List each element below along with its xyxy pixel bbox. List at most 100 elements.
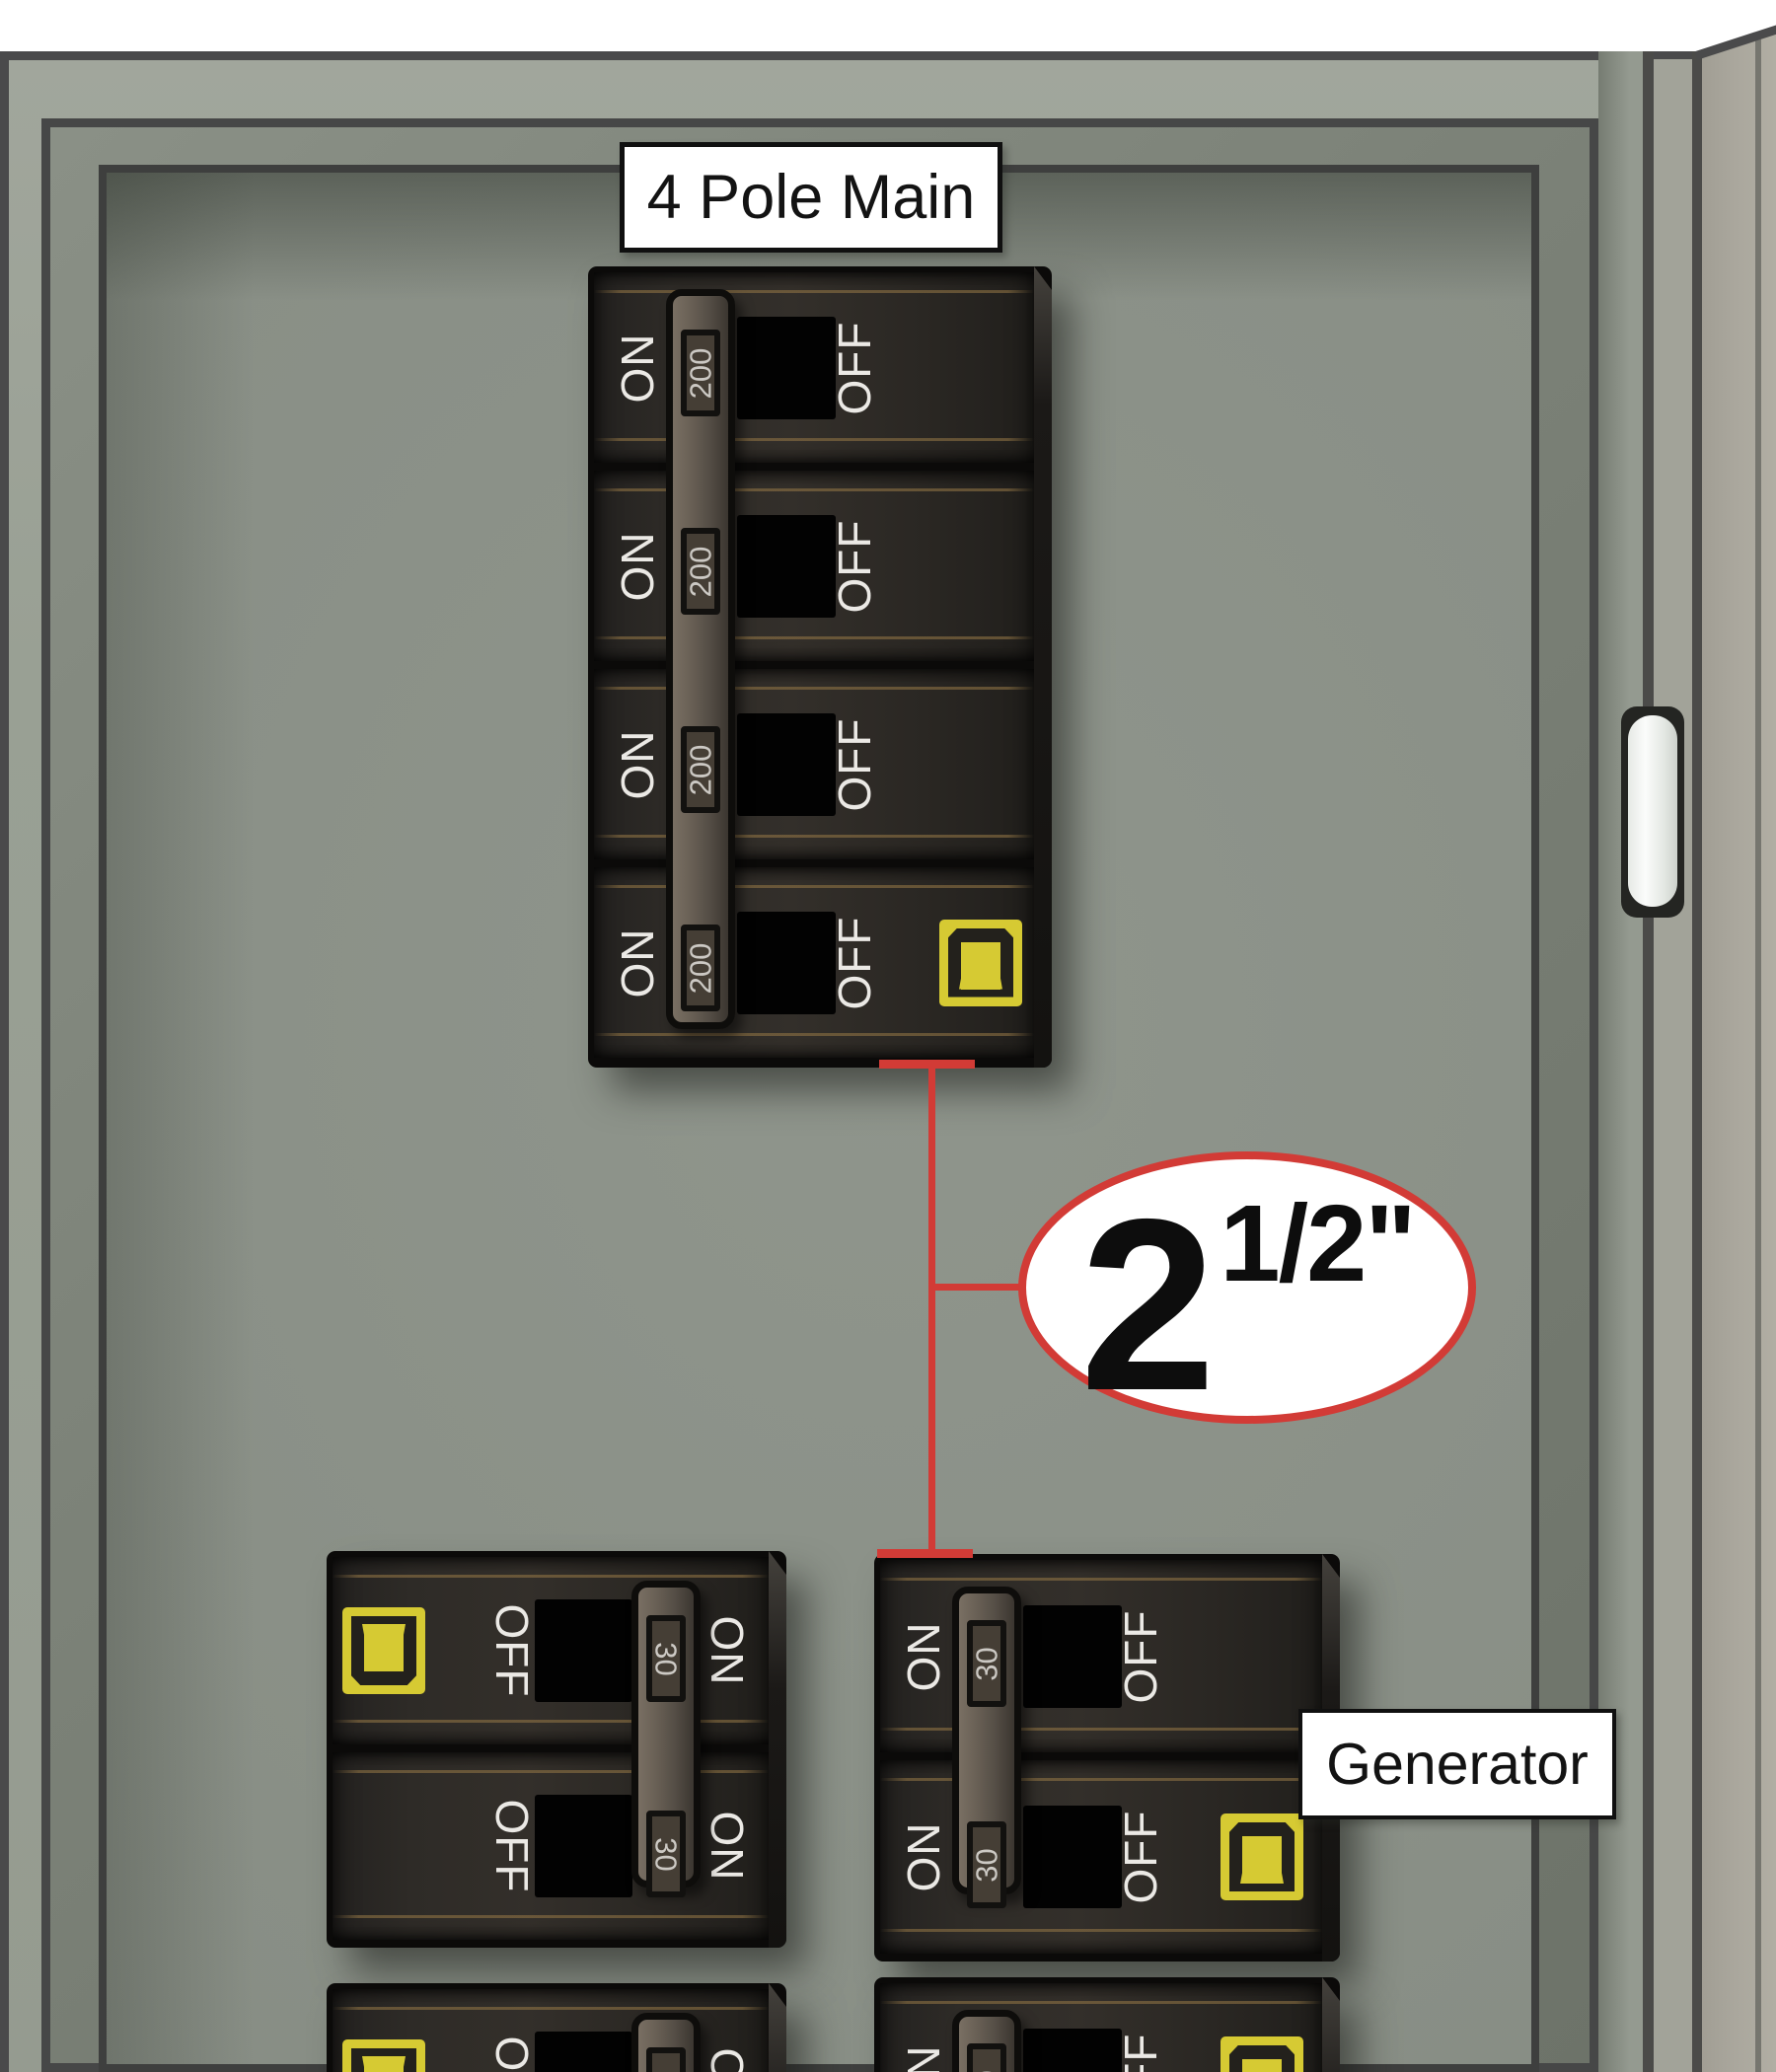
callout-fraction: 1/2" xyxy=(1220,1183,1416,1304)
pinstripe xyxy=(880,1778,1322,1781)
rating-window: 30 xyxy=(646,1615,686,1702)
left-breaker-lower: OFF ON 30 xyxy=(327,1983,786,2072)
logo-inner xyxy=(948,927,1013,998)
rating-window: 200 xyxy=(681,925,720,1011)
off-label: OFF xyxy=(486,1603,538,1698)
off-label: OFF xyxy=(1115,1810,1166,1904)
pinstripe xyxy=(880,2001,1322,2004)
hinge-pin xyxy=(1628,715,1677,907)
off-label: OFF xyxy=(486,2036,538,2072)
breaker-switch-pad xyxy=(737,712,836,816)
rating-window: 30 xyxy=(967,1620,1006,1707)
rating-window: 30 xyxy=(967,2043,1006,2072)
breaker-switch-pad xyxy=(737,316,836,419)
breaker-switch-pad xyxy=(737,514,836,618)
breaker-handle[interactable]: 30 30 xyxy=(631,1581,701,1897)
on-label: ON xyxy=(612,531,663,601)
open-door-edge xyxy=(1702,28,1776,2072)
logo-inner xyxy=(1229,1822,1295,1891)
off-label: OFF xyxy=(486,1799,538,1893)
main-breaker: ON OFF ON OFF ON OFF ON xyxy=(588,266,1052,1068)
breaker-side-bevel xyxy=(769,1983,786,2072)
logo-foot xyxy=(362,1624,406,1636)
breaker-handle[interactable]: 30 xyxy=(631,2013,701,2072)
logo-inner xyxy=(351,2048,416,2072)
conduit-tick-bottom xyxy=(877,1549,973,1558)
off-label: OFF xyxy=(829,519,880,613)
logo-core xyxy=(1242,2058,1282,2072)
breaker-pole: ON OFF xyxy=(880,1983,1322,2072)
pinstripe xyxy=(594,488,1034,491)
on-label: ON xyxy=(612,729,663,799)
main-breaker-handle[interactable]: 200 200 200 200 xyxy=(666,289,735,1029)
panel-seam-line xyxy=(1692,51,1702,2072)
pinstripe xyxy=(333,2007,769,2010)
breaker-handle[interactable]: 30 30 xyxy=(952,1587,1021,1908)
breaker-pole: OFF ON xyxy=(333,1752,769,1940)
pinstripe xyxy=(594,636,1034,639)
main-breaker-label-box: 4 Pole Main xyxy=(620,142,1002,253)
pinstripe xyxy=(333,1770,769,1773)
pinstripe xyxy=(333,1915,769,1918)
door-hinge xyxy=(1621,706,1684,918)
breaker-side-bevel xyxy=(1322,1977,1340,2072)
square-d-logo-icon xyxy=(342,2039,425,2072)
pinstripe xyxy=(880,1578,1322,1581)
generator-label: Generator xyxy=(1326,1732,1589,1797)
breaker-handle[interactable]: 30 xyxy=(952,2010,1021,2072)
conduit-line-vertical xyxy=(928,1068,935,1554)
off-label: OFF xyxy=(1115,1609,1166,1703)
panel-seam-line xyxy=(1643,51,1654,2072)
conduit-size-callout: 2 1/2" xyxy=(1018,1151,1476,1442)
pinstripe xyxy=(594,290,1034,293)
square-d-logo-icon xyxy=(939,919,1022,1006)
pinstripe xyxy=(594,687,1034,690)
rating-window: 200 xyxy=(681,330,720,416)
callout-whole-number: 2 xyxy=(1079,1166,1217,1442)
generator-breaker: ON OFF ON OFF 30 30 xyxy=(874,1554,1340,1961)
pinstripe xyxy=(880,1929,1322,1932)
breaker-switch-pad xyxy=(535,2032,632,2072)
breaker-side-bevel xyxy=(1034,266,1052,1068)
pinstripe xyxy=(594,885,1034,888)
breaker-pole: ON OFF xyxy=(594,867,1034,1058)
square-d-logo-icon xyxy=(342,1607,425,1694)
breaker-switch-pad xyxy=(737,911,836,1014)
breaker-pole: ON OFF xyxy=(594,272,1034,463)
square-d-logo-icon xyxy=(1221,2035,1303,2072)
breaker-pole: ON OFF xyxy=(880,1760,1322,1954)
on-label: ON xyxy=(612,927,663,998)
off-label: OFF xyxy=(829,321,880,414)
logo-foot xyxy=(959,977,1002,990)
pinstripe xyxy=(880,1728,1322,1731)
on-label: ON xyxy=(702,1615,753,1686)
rating-window: 200 xyxy=(681,726,720,813)
main-breaker-label: 4 Pole Main xyxy=(646,163,976,232)
on-label: ON xyxy=(898,1821,949,1892)
rating-window: 30 xyxy=(967,1821,1006,1908)
on-label: ON xyxy=(702,1811,753,1882)
logo-inner xyxy=(351,1616,416,1685)
pinstripe xyxy=(333,1720,769,1723)
off-label: OFF xyxy=(829,916,880,1009)
door-seam-line xyxy=(1755,39,1761,2072)
breaker-switch-pad xyxy=(1023,2028,1122,2072)
breaker-switch-pad xyxy=(535,1599,632,1702)
rating-window: 30 xyxy=(646,1811,686,1897)
breaker-switch-pad xyxy=(535,1795,632,1897)
square-d-logo-icon xyxy=(1221,1813,1303,1900)
breaker-pole: ON OFF xyxy=(594,669,1034,859)
generator-label-box: Generator xyxy=(1298,1709,1616,1819)
on-label: ON xyxy=(702,2048,753,2072)
conduit-branch-line xyxy=(932,1284,1021,1291)
on-label: ON xyxy=(898,2044,949,2072)
pinstripe xyxy=(594,438,1034,441)
generator-breaker-lower: ON OFF 30 xyxy=(874,1977,1340,2072)
rating-window: 30 xyxy=(646,2047,686,2072)
logo-foot xyxy=(362,2056,406,2068)
breaker-pole: OFF ON xyxy=(333,1989,769,2072)
breaker-pole: OFF ON xyxy=(333,1557,769,1744)
rating-window: 200 xyxy=(681,528,720,615)
breaker-pole: ON OFF xyxy=(594,471,1034,661)
off-label: OFF xyxy=(829,717,880,811)
